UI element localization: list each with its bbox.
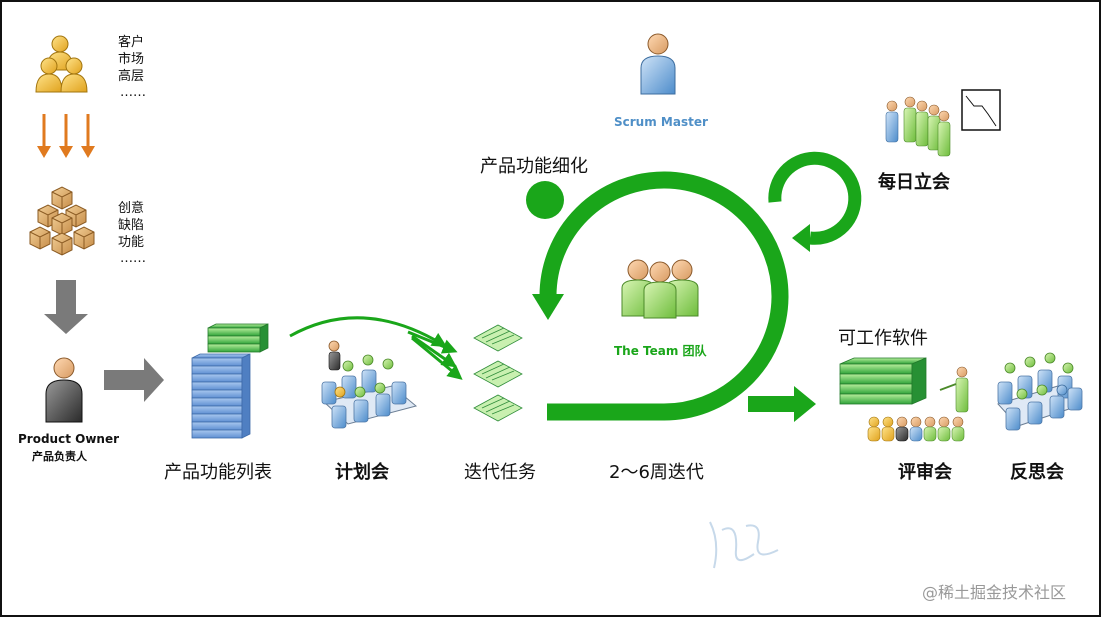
idea-label-defects: 缺陷 (118, 218, 145, 233)
stakeholder-label-executive: 高层 (118, 69, 145, 84)
orange-down-arrows (37, 114, 95, 158)
gray-right-arrow (104, 358, 164, 402)
sprint-loop-arrow (526, 171, 789, 421)
sprint-tasks-label: 迭代任务 (464, 462, 536, 483)
product-backlog-label: 产品功能列表 (164, 462, 272, 483)
stakeholders-people-icon (35, 35, 88, 93)
idea-label-more: …… (120, 251, 146, 266)
sprint-length-label: 2～6周迭代 (609, 462, 704, 483)
working-software-label: 可工作软件 (838, 328, 928, 349)
product-owner-title: Product Owner (18, 432, 120, 446)
planning-meeting-icon (321, 340, 418, 429)
daily-standup-loop-arrow (768, 151, 862, 252)
scrum-master-icon (640, 33, 676, 95)
release-arrow (748, 386, 816, 422)
retrospective-label: 反思会 (1010, 462, 1064, 483)
idea-label-features: 功能 (118, 235, 145, 250)
backlog-refinement-label: 产品功能细化 (480, 156, 588, 177)
review-meeting-people-icon (867, 366, 969, 442)
burndown-chart-icon (961, 89, 1001, 131)
stakeholder-label-more: …… (120, 85, 146, 100)
team-label: The Team 团队 (614, 344, 707, 358)
daily-standup-people-icon (885, 96, 951, 157)
product-owner-icon (45, 357, 83, 423)
sprint-tasks-papers-icon (473, 324, 523, 422)
stakeholder-label-market: 市场 (118, 52, 145, 67)
working-software-stack-icon (839, 357, 927, 405)
gray-down-arrow (44, 280, 88, 334)
ideas-boxes-icon (29, 186, 95, 256)
product-owner-subtitle: 产品负责人 (32, 450, 87, 463)
retrospective-meeting-icon (997, 352, 1083, 431)
scrum-master-label: Scrum Master (614, 115, 708, 129)
daily-standup-label: 每日立会 (878, 172, 950, 193)
watermark-text: @稀土掘金技术社区 (922, 583, 1067, 602)
idea-label-ideas: 创意 (118, 201, 145, 216)
planning-to-tasks-arrows (289, 316, 463, 380)
review-meeting-label: 评审会 (898, 462, 952, 483)
stakeholder-label-customer: 客户 (118, 35, 145, 50)
signature-watermark (709, 521, 779, 569)
team-people-icon (621, 259, 699, 319)
planning-meeting-label: 计划会 (335, 462, 389, 483)
product-backlog-stack-icon (191, 323, 269, 439)
